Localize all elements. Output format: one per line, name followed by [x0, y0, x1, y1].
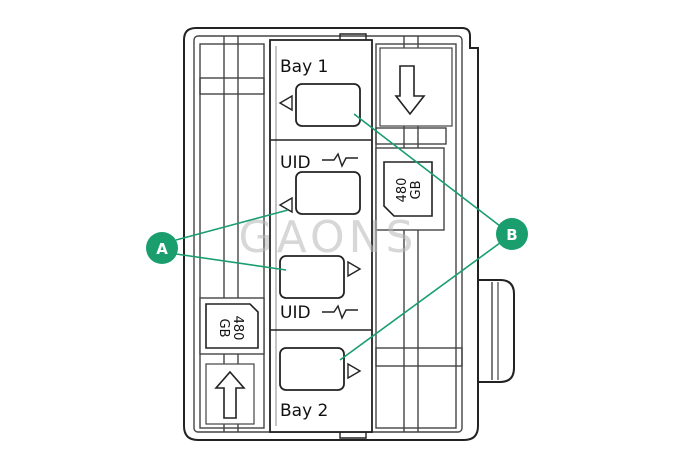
triangle-right-icon	[347, 362, 362, 380]
uid-top-button	[295, 171, 361, 215]
right-drive-capacity-number: 480	[395, 178, 410, 203]
heartbeat-icon	[322, 304, 358, 320]
uid-top-label: UID	[280, 153, 311, 173]
left-drive-capacity-unit: GB	[216, 319, 231, 338]
uid-bottom-button	[279, 255, 345, 299]
callout-b-line-bottom	[339, 239, 505, 361]
side-latch-handle	[477, 279, 515, 383]
arrow-up-icon	[205, 363, 255, 425]
left-rail-clip	[199, 77, 265, 95]
housing-tab	[339, 33, 367, 40]
heartbeat-icon	[322, 152, 358, 168]
right-drive-label	[383, 161, 433, 217]
right-rail-clip	[375, 347, 463, 367]
triangle-left-icon	[278, 94, 293, 112]
right-rail	[375, 43, 457, 429]
housing-tab	[339, 432, 367, 439]
callout-a: A	[146, 232, 178, 264]
callout-a-line-top	[175, 209, 289, 241]
right-drive-capacity-unit: GB	[409, 181, 424, 200]
bay-1-latch-button	[295, 83, 361, 127]
callout-a-line-bottom	[175, 253, 287, 271]
uid-bottom-label: UID	[280, 303, 311, 323]
arrow-down-icon	[379, 47, 453, 127]
triangle-left-icon	[278, 196, 293, 214]
bay-2-latch-button	[279, 347, 345, 391]
callout-b: B	[496, 218, 528, 250]
callout-b-letter: B	[506, 226, 517, 244]
watermark: GAONS	[239, 212, 418, 263]
bay-1-label: Bay 1	[280, 57, 328, 77]
right-rail-clip	[375, 127, 447, 145]
left-drive-label	[205, 303, 259, 349]
left-rail	[199, 43, 265, 429]
callout-b-line-top	[353, 113, 501, 227]
triangle-right-icon	[347, 260, 362, 278]
bay-2-label: Bay 2	[280, 401, 328, 421]
left-drive-capacity-number: 480	[230, 316, 245, 341]
callout-a-letter: A	[156, 240, 168, 258]
